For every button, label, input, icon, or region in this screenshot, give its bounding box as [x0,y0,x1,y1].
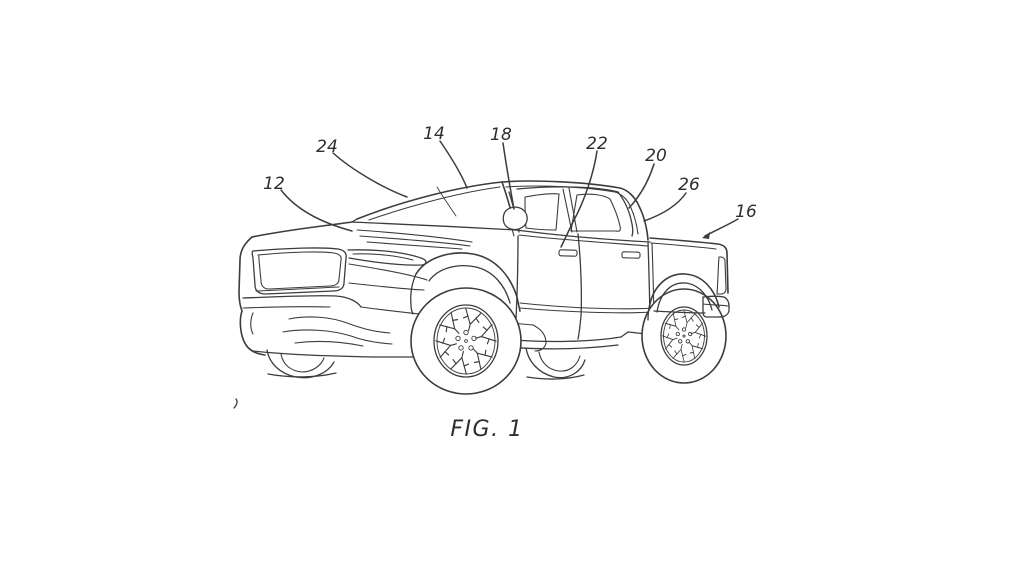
side-mirror [502,206,528,231]
rear-wheel-lugs [675,327,693,344]
leader-16 [704,218,739,237]
side-mirror-base [511,228,515,237]
belt-line-lower [518,234,649,247]
leader-20 [628,163,655,209]
front-wheel [410,287,522,395]
bed-rail-inner [650,242,717,250]
leader-lines [280,140,739,248]
door-handle-rear [621,251,641,259]
rocker-panel-top [501,331,654,343]
leader-26 [643,192,687,222]
leader-12 [280,189,353,232]
bumper-top-line [242,295,362,308]
door-crease-lower [519,307,655,314]
headlight-top [347,249,427,266]
front-door-window [524,193,560,231]
rear-wheel [641,288,727,384]
far-rear-wheel-inner [538,351,581,372]
front-arch-leg [410,273,417,315]
rear-rim [660,306,708,366]
fender-streak-1 [356,229,473,243]
windshield-top-inner [368,186,501,221]
roof-inner-line [505,185,639,235]
far-a-pillar [436,186,457,217]
fog-contour-3 [294,341,364,347]
headlight-sweep-lower [348,282,425,291]
windshield-base-cowl [351,221,517,231]
door-handle-front [558,249,578,257]
ref-numeral-24: 24 [316,137,338,157]
headlight-sweep-upper [348,263,428,281]
door-crease-upper [519,302,656,310]
windshield-top-edge [356,181,503,220]
front-bottom-edge [252,350,415,358]
headlight-inner [352,253,414,261]
truck-body [238,180,707,380]
taillight [716,256,727,295]
rear-bumper [702,295,730,318]
leader-18 [502,142,515,210]
front-arch-inner [428,265,511,304]
ref-numeral-16: 16 [735,202,757,222]
figure-caption: FIG. 1 [450,417,523,442]
leader-22 [560,150,598,248]
rear-arch-inner [656,282,713,313]
rear-bumper-step [702,303,729,307]
fog-contour-2 [282,329,393,345]
fender-streak-2 [359,235,471,247]
grille-bottom-line [255,286,340,292]
fender-streak-3 [366,241,463,250]
ref-numeral-20: 20 [645,146,667,166]
front-left-edge [238,236,266,356]
grille-inner [257,251,342,290]
leader-16-arrowhead [702,232,710,239]
reference-labels: 12 24 14 18 22 20 26 16 [263,124,757,222]
far-rear-wheel-base [526,374,585,380]
rear-arch-outer [648,273,720,310]
window-band-top [516,186,619,193]
far-rear-wheel-outer [525,347,586,379]
far-front-wheel-inner [280,353,325,373]
fender-arches-and-bed [410,237,730,321]
bumper-right-end [532,324,547,352]
windshield-front-corner [351,218,358,223]
bumper-line-2 [242,306,331,309]
belt-line-upper [515,229,651,243]
front-arch-outer [415,252,521,312]
bed-bottom-edge [653,310,706,314]
fog-contour-1 [288,316,391,334]
rear-arch-leg [647,308,650,321]
front-rim [433,304,499,378]
leader-14 [439,140,468,189]
ref-numeral-18: 18 [490,125,512,145]
bed-rail [649,237,729,294]
ref-numeral-12: 12 [263,174,285,194]
ref-numeral-22: 22 [586,134,608,154]
ref-numeral-14: 14 [423,124,445,144]
rear-door-seam [577,233,583,340]
ref-numeral-26: 26 [678,175,700,195]
leader-24 [332,152,408,198]
far-front-wheel-base [267,372,337,378]
b-pillar-line-2 [568,187,578,233]
fog-box-edge [250,312,254,335]
stray-mark [233,398,238,409]
window-band-rear-edge [617,191,634,237]
front-wheel-lugs [455,329,477,351]
b-pillar-line-1 [562,188,573,233]
hood-edge [251,221,353,238]
grille-outer [251,247,347,295]
rocker-panel-bottom [506,344,619,350]
